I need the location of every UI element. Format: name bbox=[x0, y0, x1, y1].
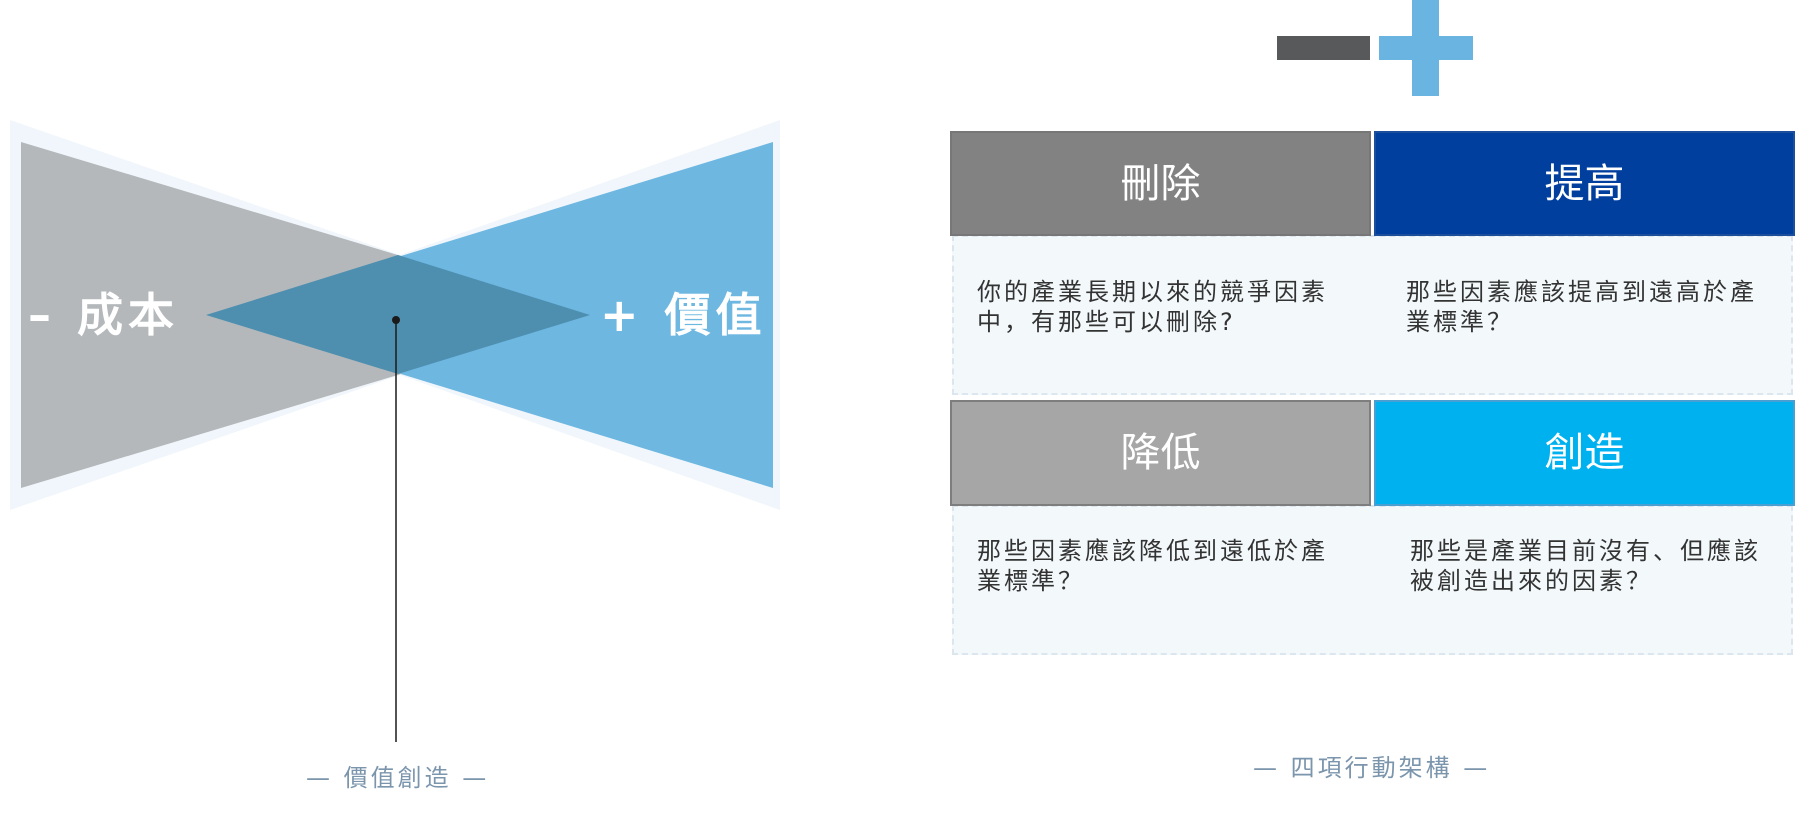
plus-icon-horizontal-bar bbox=[1379, 36, 1473, 60]
pointer-dot bbox=[392, 316, 400, 324]
bowtie-graphic bbox=[10, 120, 780, 742]
action-eliminate-header: 刪除 bbox=[950, 131, 1371, 236]
action-create-header: 創造 bbox=[1374, 400, 1795, 506]
framework-caption: — 四項行動架構 — bbox=[1253, 754, 1491, 782]
action-raise-header: 提高 bbox=[1374, 131, 1795, 236]
framework-top-panel bbox=[952, 235, 1793, 395]
value-label: + 價值 bbox=[600, 288, 767, 342]
value-creation-caption: — 價值創造 — bbox=[306, 764, 490, 792]
action-raise-question: 那些因素應該提高到遠高於產業標準？ bbox=[1406, 278, 1757, 336]
framework-bottom-panel bbox=[952, 505, 1793, 655]
action-reduce-header: 降低 bbox=[950, 400, 1371, 506]
minus-icon bbox=[1277, 36, 1370, 60]
plus-icon bbox=[1379, 0, 1473, 96]
value-creation-diamond bbox=[206, 255, 590, 374]
action-eliminate-question: 你的產業長期以來的競爭因素中，有那些可以刪除? bbox=[977, 278, 1328, 336]
action-reduce-question: 那些因素應該降低到遠低於產業標準？ bbox=[977, 537, 1328, 595]
action-create-question: 那些是產業目前沒有、但應該被創造出來的因素？ bbox=[1410, 537, 1761, 595]
cost-label: – 成本 bbox=[28, 288, 180, 342]
value-creation-diagram: – 成本 + 價值 bbox=[0, 0, 800, 809]
